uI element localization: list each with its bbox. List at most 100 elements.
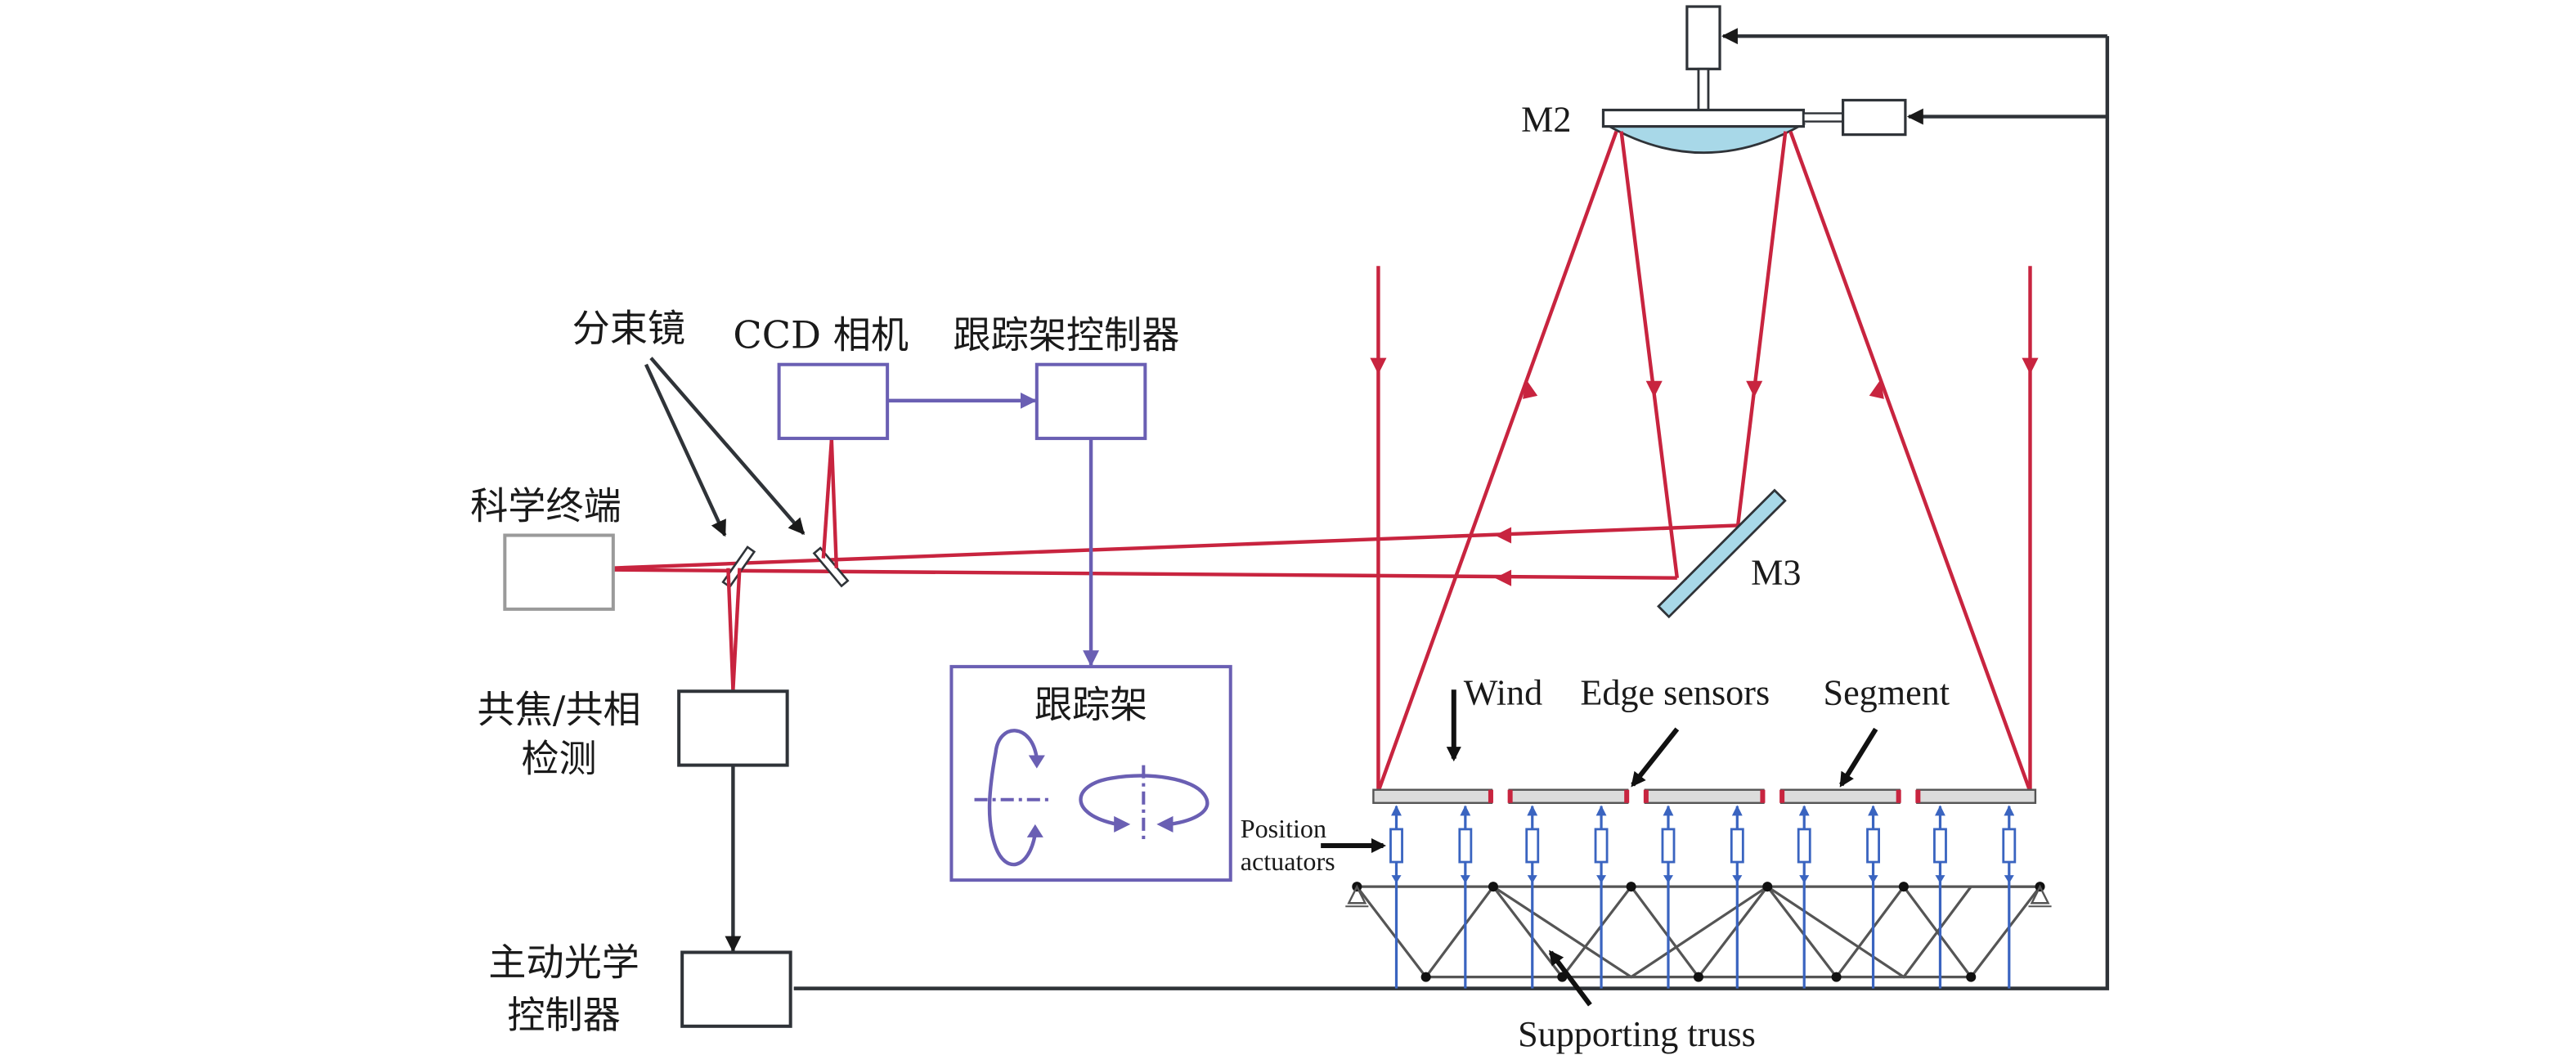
ccd-camera-label: CCD 相机 — [733, 313, 909, 357]
beam-splitters: 分束镜 — [572, 307, 850, 690]
arrow-down-icon — [1370, 357, 1387, 375]
mount-box — [949, 665, 1232, 882]
ray-splitter-to-ccd-2 — [821, 439, 834, 559]
supporting-truss — [1345, 882, 2052, 982]
edge-sensor — [1760, 789, 1766, 803]
mirror-segment — [1779, 788, 1901, 804]
position-actuators-label-line1: Position — [1241, 814, 1326, 843]
azimuth-rotation-icon — [1079, 765, 1209, 841]
feedback-lines — [793, 28, 2110, 990]
mirror-segment — [1372, 788, 1493, 804]
control-chain: 共焦/共相 检测 主动光学 控制器 — [477, 687, 792, 1037]
cophasing-label-line1: 共焦/共相 — [477, 687, 640, 731]
m2-label: M2 — [1521, 100, 1571, 140]
segmented-primary — [1372, 788, 2037, 804]
science-terminal-box — [503, 533, 615, 611]
ccd-camera-box — [777, 362, 890, 441]
edge-sensor — [1896, 789, 1901, 803]
edge-sensor — [1643, 789, 1649, 803]
position-actuator — [1866, 805, 1880, 989]
beam-splitter-pointer-2 — [649, 357, 806, 536]
position-actuator — [1389, 805, 1403, 989]
active-optics-label-line1: 主动光学 — [488, 941, 640, 985]
m2-mirror-surface — [1602, 123, 1806, 155]
position-actuator — [2002, 805, 2017, 989]
mount-controller-box — [1034, 362, 1147, 441]
ray-splitter-to-ccd — [829, 439, 839, 568]
ray-segment-right-to-m2 — [1788, 130, 2032, 792]
active-optics-label-line2: 控制器 — [507, 993, 620, 1037]
arrow-down-icon — [1746, 380, 1763, 397]
m3-label: M3 — [1751, 553, 1801, 593]
truss-web-2 — [1492, 884, 2041, 980]
m3-mirror — [1657, 488, 1787, 619]
mount-label: 跟踪架 — [1034, 682, 1147, 726]
truss-web — [1356, 884, 2040, 980]
m2-mirror-plate — [1601, 108, 1806, 128]
mirror-segment — [1643, 788, 1766, 804]
beam-splitter-pointer-1 — [644, 363, 727, 537]
ray-m2-to-m3-left — [1619, 131, 1680, 578]
m2-stem — [1697, 67, 1710, 113]
ray-m3-out-upper — [611, 523, 1739, 570]
arrow-left-icon — [1494, 569, 1512, 586]
beam-splitter-2 — [812, 546, 850, 588]
supporting-truss-label: Supporting truss — [1518, 1014, 1756, 1054]
edge-sensors-arrow — [1631, 727, 1680, 788]
arrow-left-icon — [1494, 527, 1512, 544]
edge-sensor — [1779, 789, 1785, 803]
annotations: Wind Edge sensors Segment Position actua… — [1241, 672, 1950, 1054]
beam-splitter-label: 分束镜 — [572, 307, 685, 351]
m2-vertical-actuator — [1685, 5, 1721, 70]
ray-splitter-to-cophasing-2 — [731, 568, 742, 690]
edge-sensor — [1624, 789, 1630, 803]
m2-lateral-stem — [1802, 112, 1844, 123]
m3-assembly: M3 — [1657, 488, 1802, 619]
edge-sensor — [1915, 789, 1921, 803]
arrow-up-icon — [1523, 379, 1538, 399]
edge-sensors-label: Edge sensors — [1580, 672, 1770, 712]
ray-splitter-to-cophasing — [726, 568, 735, 690]
ray-m2-to-m3-right — [1735, 131, 1788, 526]
position-actuator — [1730, 805, 1744, 989]
edge-sensor — [1488, 789, 1493, 803]
elevation-rotation-icon — [974, 729, 1052, 867]
active-optics-controller-box — [680, 950, 792, 1028]
wind-label: Wind — [1464, 672, 1542, 712]
beam-splitter-1 — [721, 545, 756, 589]
m2-assembly: M2 — [1521, 5, 1907, 155]
cophasing-detection-box — [677, 689, 789, 767]
mount-controller-label: 跟踪架控制器 — [953, 313, 1179, 357]
position-actuator — [1525, 805, 1540, 989]
ray-segment-left-to-m2 — [1376, 130, 1618, 792]
feedback-line-main — [793, 36, 2110, 990]
mirror-segment — [1507, 788, 1630, 804]
science-terminal-label: 科学终端 — [470, 483, 622, 528]
truss-support-left-icon — [1345, 884, 1369, 908]
segment-arrow — [1839, 727, 1878, 788]
science-terminal-group: 科学终端 — [470, 483, 622, 611]
segment-label: Segment — [1824, 672, 1950, 712]
arrow-down-icon — [1645, 380, 1663, 397]
actuators — [1389, 805, 2017, 989]
position-actuators-label-line2: actuators — [1241, 846, 1335, 876]
segment-body — [1779, 788, 1901, 804]
segment-body — [1644, 788, 1765, 804]
truss-nodes — [1352, 882, 2045, 982]
position-actuator — [1594, 805, 1609, 989]
light-path-telescope — [611, 130, 2039, 792]
mirror-segment — [1915, 788, 2037, 804]
position-actuator — [1661, 805, 1676, 989]
position-actuator — [1797, 805, 1811, 989]
m2-lateral-actuator — [1842, 98, 1907, 137]
truss-support-right-icon — [2028, 884, 2052, 908]
tracking-control: CCD 相机 跟踪架控制器 跟踪架 — [733, 313, 1232, 882]
truss-pointer-arrow — [1548, 950, 1592, 1007]
segment-body — [1372, 788, 1493, 804]
arrow-down-icon — [2022, 357, 2039, 375]
arrow-up-icon — [1869, 379, 1884, 399]
segment-body — [1508, 788, 1629, 804]
cophasing-label-line2: 检测 — [521, 737, 596, 781]
position-actuator — [1933, 805, 1947, 989]
